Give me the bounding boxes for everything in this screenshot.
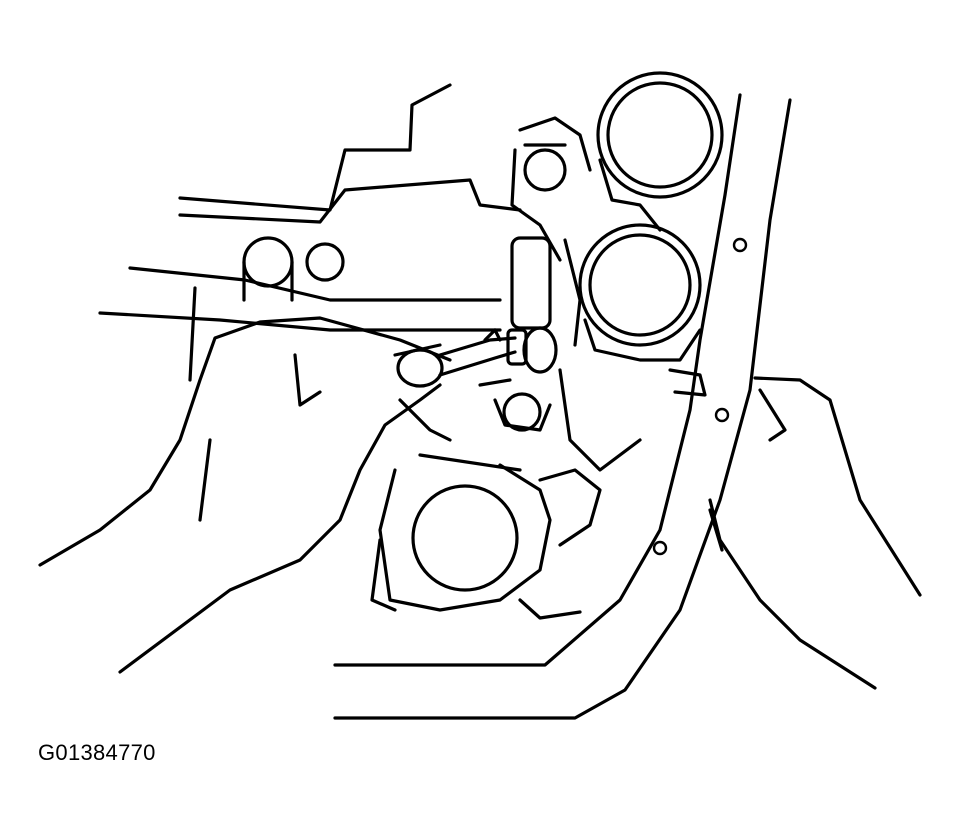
removal-tool <box>438 326 558 387</box>
right-hand <box>668 368 922 690</box>
transmission-housing <box>98 83 642 472</box>
valve-bores <box>578 71 724 362</box>
lower-valve-body <box>370 392 602 620</box>
left-hand <box>38 316 452 674</box>
housing-plugs <box>242 143 567 330</box>
oil-pan-edge <box>333 93 792 720</box>
figure-id-label: G01384770 <box>38 740 156 765</box>
